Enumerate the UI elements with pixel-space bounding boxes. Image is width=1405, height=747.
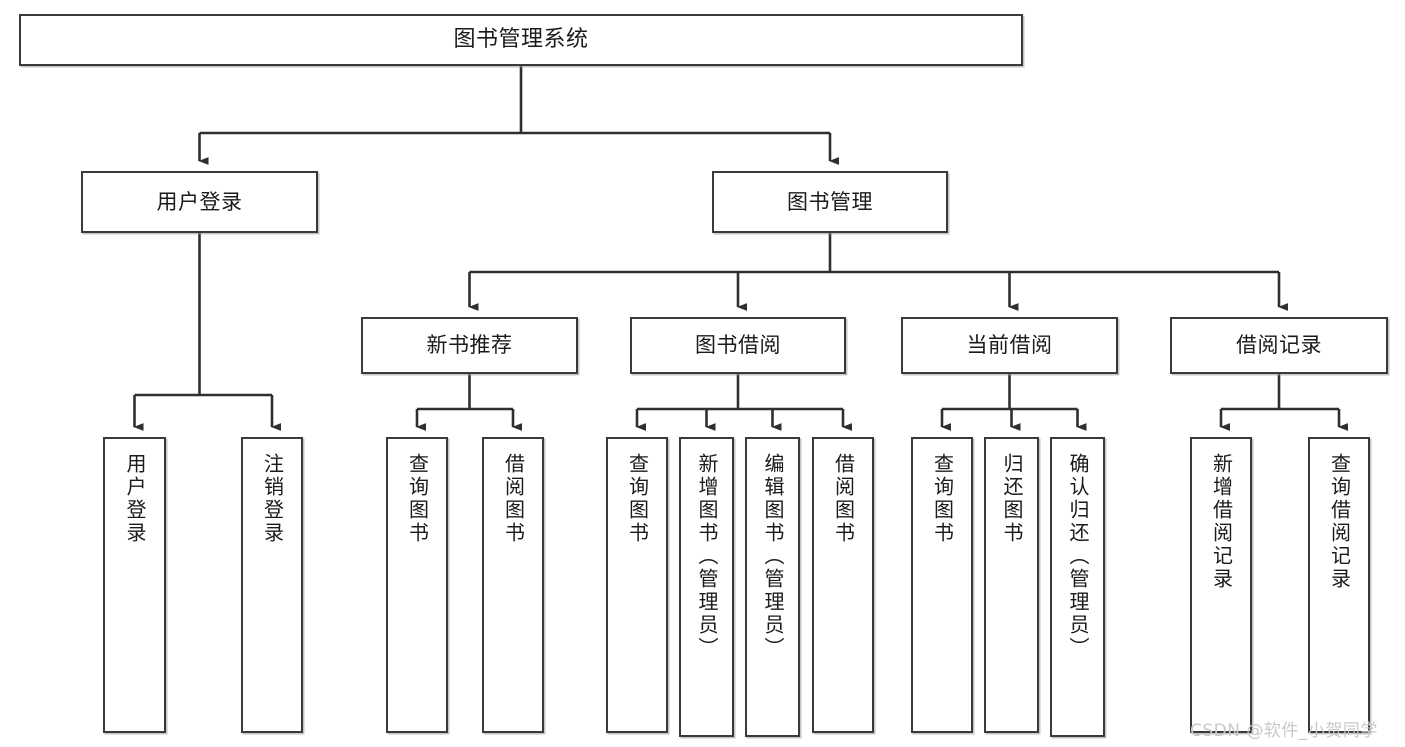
node-leaf-user-login-label: 用户登录 (123, 453, 147, 545)
node-leaf-add-book-admin[interactable]: 新增图书（管理员） (679, 437, 734, 737)
node-book-borrow[interactable]: 图书借阅 (630, 317, 846, 374)
node-leaf-return-book[interactable]: 归还图书 (984, 437, 1039, 733)
node-leaf-user-logout[interactable]: 注销登录 (241, 437, 303, 733)
node-borrow-record[interactable]: 借阅记录 (1170, 317, 1388, 374)
node-new-book-rec-label: 新书推荐 (426, 333, 513, 358)
node-leaf-query-borrow-record[interactable]: 查询借阅记录 (1308, 437, 1370, 733)
node-current-borrow-label: 当前借阅 (966, 333, 1053, 358)
node-leaf-borrow-book-rec[interactable]: 借阅图书 (482, 437, 544, 733)
node-leaf-user-logout-label: 注销登录 (260, 453, 285, 545)
node-root-label: 图书管理系统 (453, 27, 589, 53)
node-leaf-confirm-return-admin-label: 确认归还（管理员） (1066, 453, 1090, 660)
node-leaf-borrow-book-label: 借阅图书 (831, 453, 856, 545)
node-leaf-query-book-borrow-label: 查询图书 (625, 453, 650, 545)
node-borrow-record-label: 借阅记录 (1236, 333, 1322, 358)
node-new-book-rec[interactable]: 新书推荐 (361, 317, 578, 374)
node-leaf-query-borrow-record-label: 查询借阅记录 (1327, 453, 1352, 591)
node-leaf-query-book-current-label: 查询图书 (930, 453, 955, 545)
node-leaf-confirm-return-admin[interactable]: 确认归还（管理员） (1050, 437, 1105, 737)
node-leaf-borrow-book-rec-label: 借阅图书 (501, 453, 526, 545)
node-leaf-query-book-current[interactable]: 查询图书 (911, 437, 973, 733)
node-root[interactable]: 图书管理系统 (19, 14, 1023, 66)
node-book-manage-label: 图书管理 (787, 189, 873, 214)
node-leaf-query-book-borrow[interactable]: 查询图书 (606, 437, 668, 733)
node-leaf-add-book-admin-label: 新增图书（管理员） (695, 453, 719, 660)
node-leaf-edit-book-admin[interactable]: 编辑图书（管理员） (745, 437, 800, 737)
node-book-manage[interactable]: 图书管理 (712, 171, 948, 233)
node-user-login[interactable]: 用户登录 (81, 171, 318, 233)
node-leaf-query-book-rec-label: 查询图书 (405, 453, 430, 545)
node-leaf-query-book-rec[interactable]: 查询图书 (386, 437, 448, 733)
node-leaf-add-borrow-record-label: 新增借阅记录 (1209, 453, 1234, 591)
node-leaf-return-book-label: 归还图书 (1000, 453, 1024, 545)
node-book-borrow-label: 图书借阅 (695, 333, 781, 358)
csdn-watermark: CSDN @软件_小贺同学 (1190, 721, 1378, 741)
node-leaf-borrow-book[interactable]: 借阅图书 (812, 437, 874, 733)
node-leaf-add-borrow-record[interactable]: 新增借阅记录 (1190, 437, 1252, 733)
node-leaf-edit-book-admin-label: 编辑图书（管理员） (761, 453, 785, 660)
node-user-login-label: 用户登录 (156, 189, 243, 214)
node-leaf-user-login[interactable]: 用户登录 (103, 437, 166, 733)
node-current-borrow[interactable]: 当前借阅 (901, 317, 1118, 374)
